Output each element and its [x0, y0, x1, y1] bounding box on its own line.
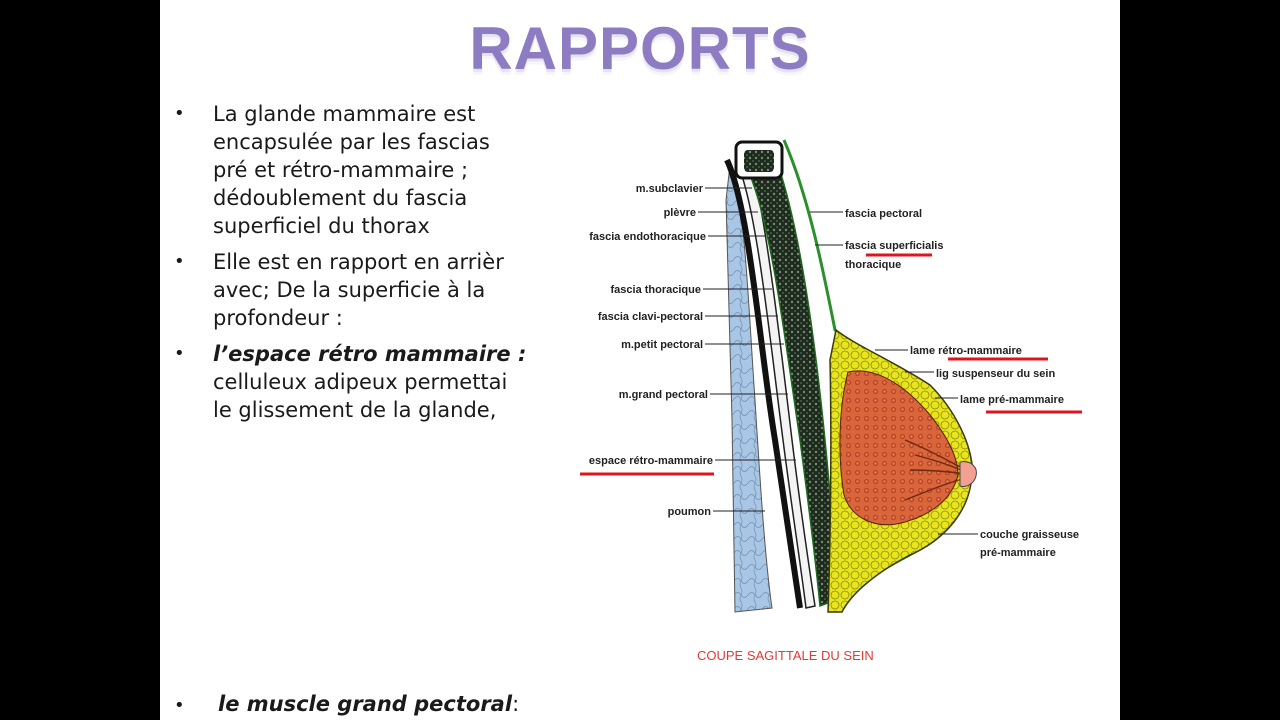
bottom-bullet-suffix: :: [512, 692, 520, 716]
label-lame-retro-mammaire: lame rétro-mammaire: [910, 345, 1022, 357]
bullet-item: La glande mammaire est encapsulée par le…: [174, 100, 549, 240]
bullet-line: le glissement de la glande,: [213, 398, 497, 422]
label-pre-mammaire: pré-mammaire: [980, 547, 1056, 559]
label-fascia-clavi-pectoral: fascia clavi-pectoral: [598, 311, 703, 323]
bullet-line: avec; De la superficie à la: [213, 278, 486, 302]
nipple: [959, 461, 977, 487]
bullet-line: dédoublement du fascia: [213, 186, 468, 210]
label-poumon: poumon: [668, 506, 712, 518]
bullet-item: l’espace rétro mammaire : celluleux adip…: [174, 340, 549, 424]
bullet-line: La glande mammaire est: [213, 102, 476, 126]
slide-title: RAPPORTS: [469, 15, 811, 82]
label-fascia-thoracique: fascia thoracique: [611, 284, 701, 296]
ribs-column: [739, 165, 816, 609]
slide: RAPPORTS La glande mammaire est encapsul…: [160, 0, 1120, 720]
bottom-bullet: • le muscle grand pectoral:: [174, 692, 519, 716]
label-fascia-superficialis: fascia superficialis: [845, 240, 943, 252]
bullet-line: Elle est en rapport en arrièr: [213, 250, 504, 274]
label-m-petit-pectoral: m.petit pectoral: [621, 339, 703, 351]
label-m-subclavier: m.subclavier: [636, 183, 704, 195]
bullet-line: pré et rétro-mammaire ;: [213, 158, 469, 182]
bullet-line: encapsulée par les fascias: [213, 130, 490, 154]
label-lame-pre-mammaire: lame pré-mammaire: [960, 394, 1064, 406]
bullet-line: celluleux adipeux permettai: [213, 370, 508, 394]
bullet-list: La glande mammaire est encapsulée par le…: [174, 100, 549, 432]
bullet-dot: •: [174, 695, 185, 716]
label-plevre: plèvre: [664, 207, 696, 219]
label-thoracique: thoracique: [845, 259, 901, 271]
label-couche-graisseuse: couche graisseuse: [980, 529, 1079, 541]
bullet-item: Elle est en rapport en arrièr avec; De l…: [174, 248, 549, 332]
bullet-line: superficiel du thorax: [213, 214, 430, 238]
mammary-gland: [839, 370, 959, 526]
breast-sagittal-diagram: m.subclavier plèvre fascia endothoraciqu…: [580, 139, 1082, 613]
label-espace-retro-mammaire: espace rétro-mammaire: [589, 455, 713, 467]
diagram-caption: COUPE SAGITTALE DU SEIN: [697, 648, 874, 663]
bullet-heading: l’espace rétro mammaire :: [213, 342, 527, 366]
bullet-line: profondeur :: [213, 306, 343, 330]
label-fascia-pectoral: fascia pectoral: [845, 208, 922, 220]
bottom-bullet-heading: le muscle grand pectoral: [218, 692, 513, 716]
label-m-grand-pectoral: m.grand pectoral: [619, 389, 708, 401]
label-fascia-endothoracique: fascia endothoracique: [589, 231, 706, 243]
label-lig-suspenseur: lig suspenseur du sein: [936, 368, 1055, 380]
pleura-line: [724, 158, 803, 609]
